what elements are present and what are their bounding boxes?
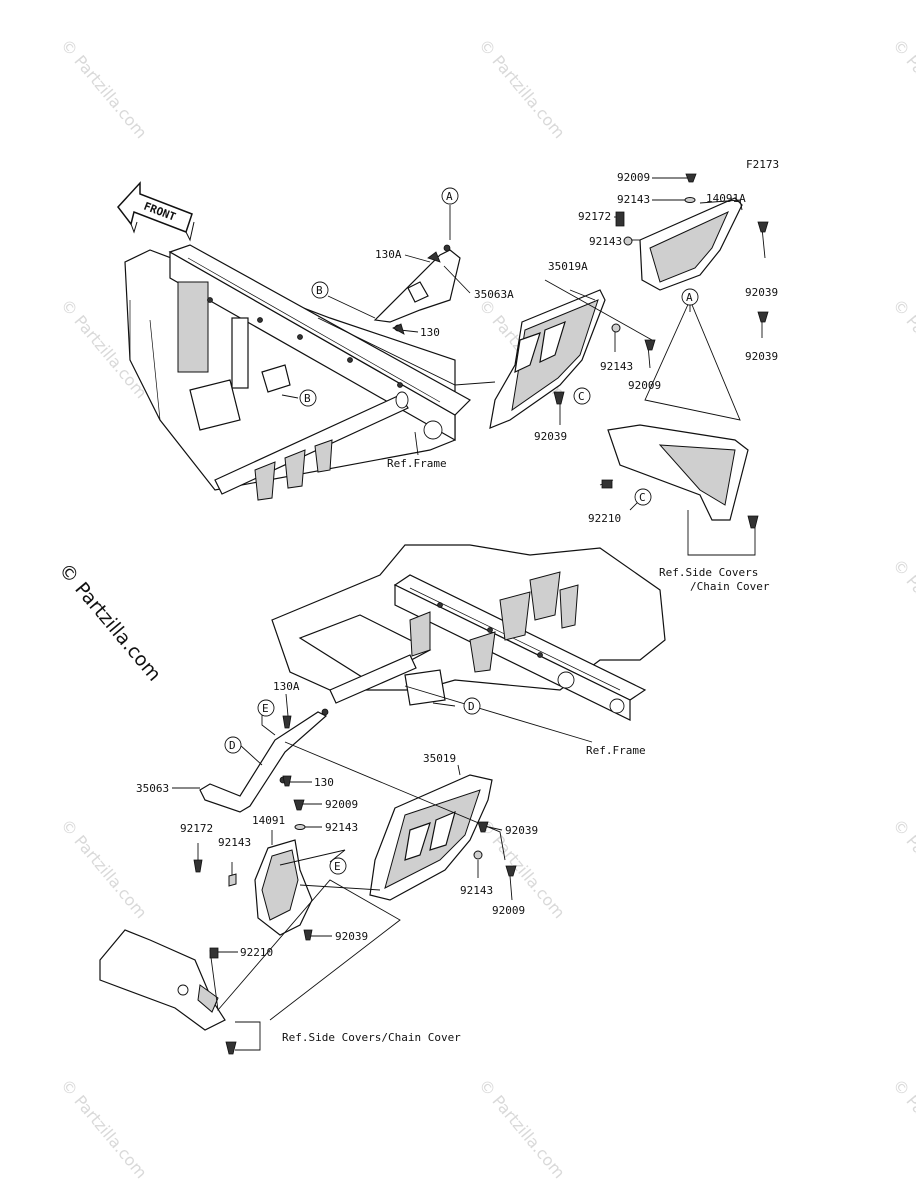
- watermark: © Partzilla.com: [889, 1075, 916, 1182]
- bracket-35063a: [373, 244, 461, 332]
- svg-text:C: C: [578, 390, 585, 403]
- bottom-labels: 130A 35063 130 35019 92009 92143 92172 1…: [136, 680, 646, 1044]
- ref-frame-label: Ref.Frame: [387, 457, 447, 470]
- svg-text:D: D: [468, 700, 475, 713]
- ref-side-covers-label: Ref.Side Covers: [659, 566, 758, 579]
- side-cover-top: [607, 424, 749, 521]
- callout-d: D: [224, 736, 242, 754]
- cover-14091: [254, 839, 313, 936]
- part-label: 130A: [273, 680, 300, 693]
- watermark: © Partzilla.com: [57, 35, 151, 142]
- callout-b: B: [299, 389, 317, 407]
- watermark: © Partzilla.com: [889, 295, 916, 402]
- part-label: 14091: [252, 814, 285, 827]
- part-label: 92143: [218, 836, 251, 849]
- svg-text:A: A: [686, 291, 693, 304]
- svg-text:A: A: [446, 190, 453, 203]
- top-callouts: A B B A C C: [299, 187, 699, 506]
- svg-text:C: C: [639, 491, 646, 504]
- callout-a: A: [441, 187, 459, 205]
- callout-a: A: [681, 288, 699, 306]
- callout-c: C: [634, 488, 652, 506]
- part-label: 92143: [617, 193, 650, 206]
- front-arrow-icon: FRONT: [117, 181, 195, 242]
- ref-frame-label: Ref.Frame: [586, 744, 646, 757]
- part-label: 92009: [492, 904, 525, 917]
- ref-chain-cover-label: /Chain Cover: [690, 580, 770, 593]
- part-label: 92143: [325, 821, 358, 834]
- callout-b: B: [311, 281, 329, 299]
- part-label: 35063A: [474, 288, 514, 301]
- callout-e: E: [257, 699, 275, 717]
- top-frame: [124, 244, 471, 501]
- watermark: © Partzilla.com: [889, 815, 916, 922]
- part-label: 92039: [505, 824, 538, 837]
- watermark: © Partzilla.com: [57, 815, 151, 922]
- watermark: © Partzilla.com: [475, 35, 569, 142]
- part-label: 92009: [628, 379, 661, 392]
- part-label: 92009: [617, 171, 650, 184]
- top-fasteners: [392, 173, 769, 529]
- svg-text:D: D: [229, 739, 236, 752]
- bottom-leaders: [172, 685, 593, 1051]
- part-label: 92172: [578, 210, 611, 223]
- cover-14091a: [639, 197, 743, 291]
- part-label: 92039: [745, 286, 778, 299]
- part-label: 92039: [745, 350, 778, 363]
- part-label: 92143: [589, 235, 622, 248]
- part-label: 92009: [325, 798, 358, 811]
- svg-text:E: E: [334, 860, 341, 873]
- ref-side-covers-label: Ref.Side Covers/Chain Cover: [282, 1031, 461, 1044]
- part-label: 92143: [460, 884, 493, 897]
- part-label: 92039: [335, 930, 368, 943]
- svg-text:B: B: [304, 392, 311, 405]
- watermark: © Partzilla.com: [889, 35, 916, 142]
- bottom-frame: [271, 544, 666, 721]
- part-label: 130A: [375, 248, 402, 261]
- side-cover-bottom: [99, 929, 226, 1031]
- part-label: 92143: [600, 360, 633, 373]
- part-label: 92172: [180, 822, 213, 835]
- top-leaders: [281, 177, 766, 556]
- callout-e: E: [329, 857, 347, 875]
- part-label: 14091A: [706, 192, 746, 205]
- callout-c: C: [573, 387, 591, 405]
- callout-d: D: [463, 697, 481, 715]
- bottom-fasteners: [193, 715, 517, 1055]
- part-label: 92039: [534, 430, 567, 443]
- bottom-callouts: D E D E: [224, 697, 481, 875]
- figure-code: F2173: [746, 158, 779, 171]
- watermark: © Partzilla.com: [475, 1075, 569, 1182]
- part-label: 92210: [588, 512, 621, 525]
- watermark-main: © Partzilla.com: [54, 559, 165, 685]
- part-label: 35019A: [548, 260, 588, 273]
- part-label: 130: [314, 776, 334, 789]
- top-labels: 92009 92143 14091A 92172 92143 92039 920…: [375, 171, 778, 593]
- guard-35019: [369, 774, 493, 901]
- svg-text:B: B: [316, 284, 323, 297]
- bracket-35063: [199, 708, 329, 813]
- part-label: 35019: [423, 752, 456, 765]
- watermark: © Partzilla.com: [889, 555, 916, 662]
- watermark: © Partzilla.com: [57, 1075, 151, 1182]
- part-label: 92210: [240, 946, 273, 959]
- svg-text:E: E: [262, 702, 269, 715]
- guard-35019a: [489, 289, 606, 429]
- part-label: 35063: [136, 782, 169, 795]
- part-label: 130: [420, 326, 440, 339]
